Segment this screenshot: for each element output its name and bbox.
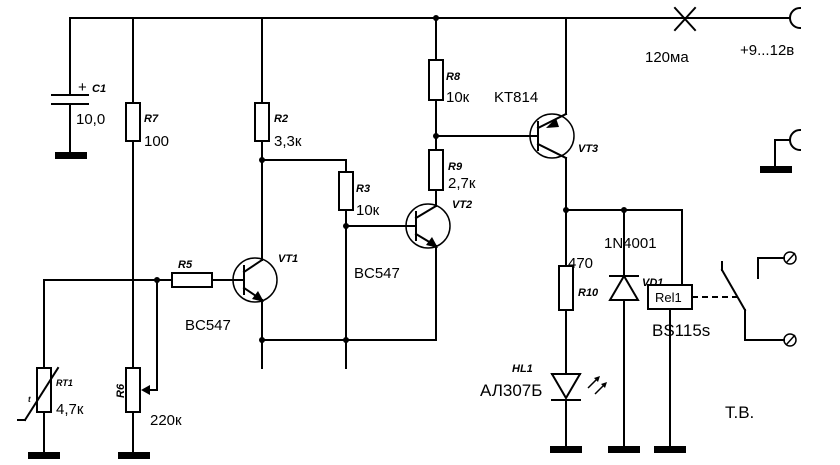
resistor-r9: [428, 149, 444, 191]
c1-plus: +: [78, 79, 87, 96]
ground-terminal: [760, 128, 802, 173]
c1-ref: C1: [92, 83, 106, 95]
vt2-ref: VT2: [452, 199, 472, 211]
supply-rail: [69, 6, 802, 96]
rt1-mark: t: [28, 395, 31, 404]
resistor-r3: [338, 159, 354, 369]
r6-value: 220к: [150, 412, 182, 429]
r9-ref: R9: [448, 161, 463, 173]
transistor-vt2: [345, 189, 451, 341]
author-mark: Т.В.: [725, 403, 754, 422]
r7-value: 100: [144, 133, 169, 150]
resistor-r8: [428, 17, 444, 151]
rel-type: BS115s: [652, 321, 710, 340]
r10-value: 470: [568, 255, 593, 272]
resistor-r10: [558, 265, 574, 373]
r8-ref: R8: [446, 71, 461, 83]
r2-value: 3,3к: [274, 133, 302, 150]
vt3-type: KT814: [494, 89, 538, 106]
resistor-r7: [125, 17, 141, 369]
r10-ref: R10: [578, 287, 599, 299]
supply-voltage-label: +9...12в: [740, 42, 794, 59]
supply-current-label: 120ма: [645, 49, 689, 66]
r2-ref: R2: [274, 113, 288, 125]
resistor-r2: [254, 17, 270, 161]
vt1-ref: VT1: [278, 253, 298, 265]
relay-coil: [647, 284, 693, 453]
rel-ref: Rel1: [655, 290, 682, 305]
resistor-r5: [132, 272, 237, 288]
transistor-vt3: [435, 17, 575, 211]
r7-ref: R7: [144, 113, 159, 125]
r9-value: 2,7к: [448, 175, 476, 192]
r3-ref: R3: [356, 183, 370, 195]
c1-value: 10,0: [76, 111, 105, 128]
thermistor-rt1: [17, 279, 134, 459]
vt1-type: BC547: [185, 317, 231, 334]
rt1-ref: RT1: [56, 378, 73, 388]
r3-value: 10к: [356, 202, 380, 219]
vd1-type: 1N4001: [604, 235, 657, 252]
diode-vd1: [608, 263, 640, 453]
r8-value: 10к: [446, 89, 470, 106]
led-hl1: [550, 373, 607, 453]
potentiometer-r6: [118, 279, 158, 459]
transistor-vt1: [232, 149, 278, 369]
hl1-type: АЛ307Б: [480, 381, 542, 400]
rt1-value: 4,7к: [56, 401, 84, 418]
relay-contacts: [720, 251, 797, 347]
vt2-type: BC547: [354, 265, 400, 282]
capacitor-c1: [51, 94, 89, 159]
r5-ref: R5: [178, 259, 193, 271]
r6-ref: R6: [115, 383, 127, 398]
vt3-ref: VT3: [578, 143, 598, 155]
hl1-ref: HL1: [512, 363, 533, 375]
